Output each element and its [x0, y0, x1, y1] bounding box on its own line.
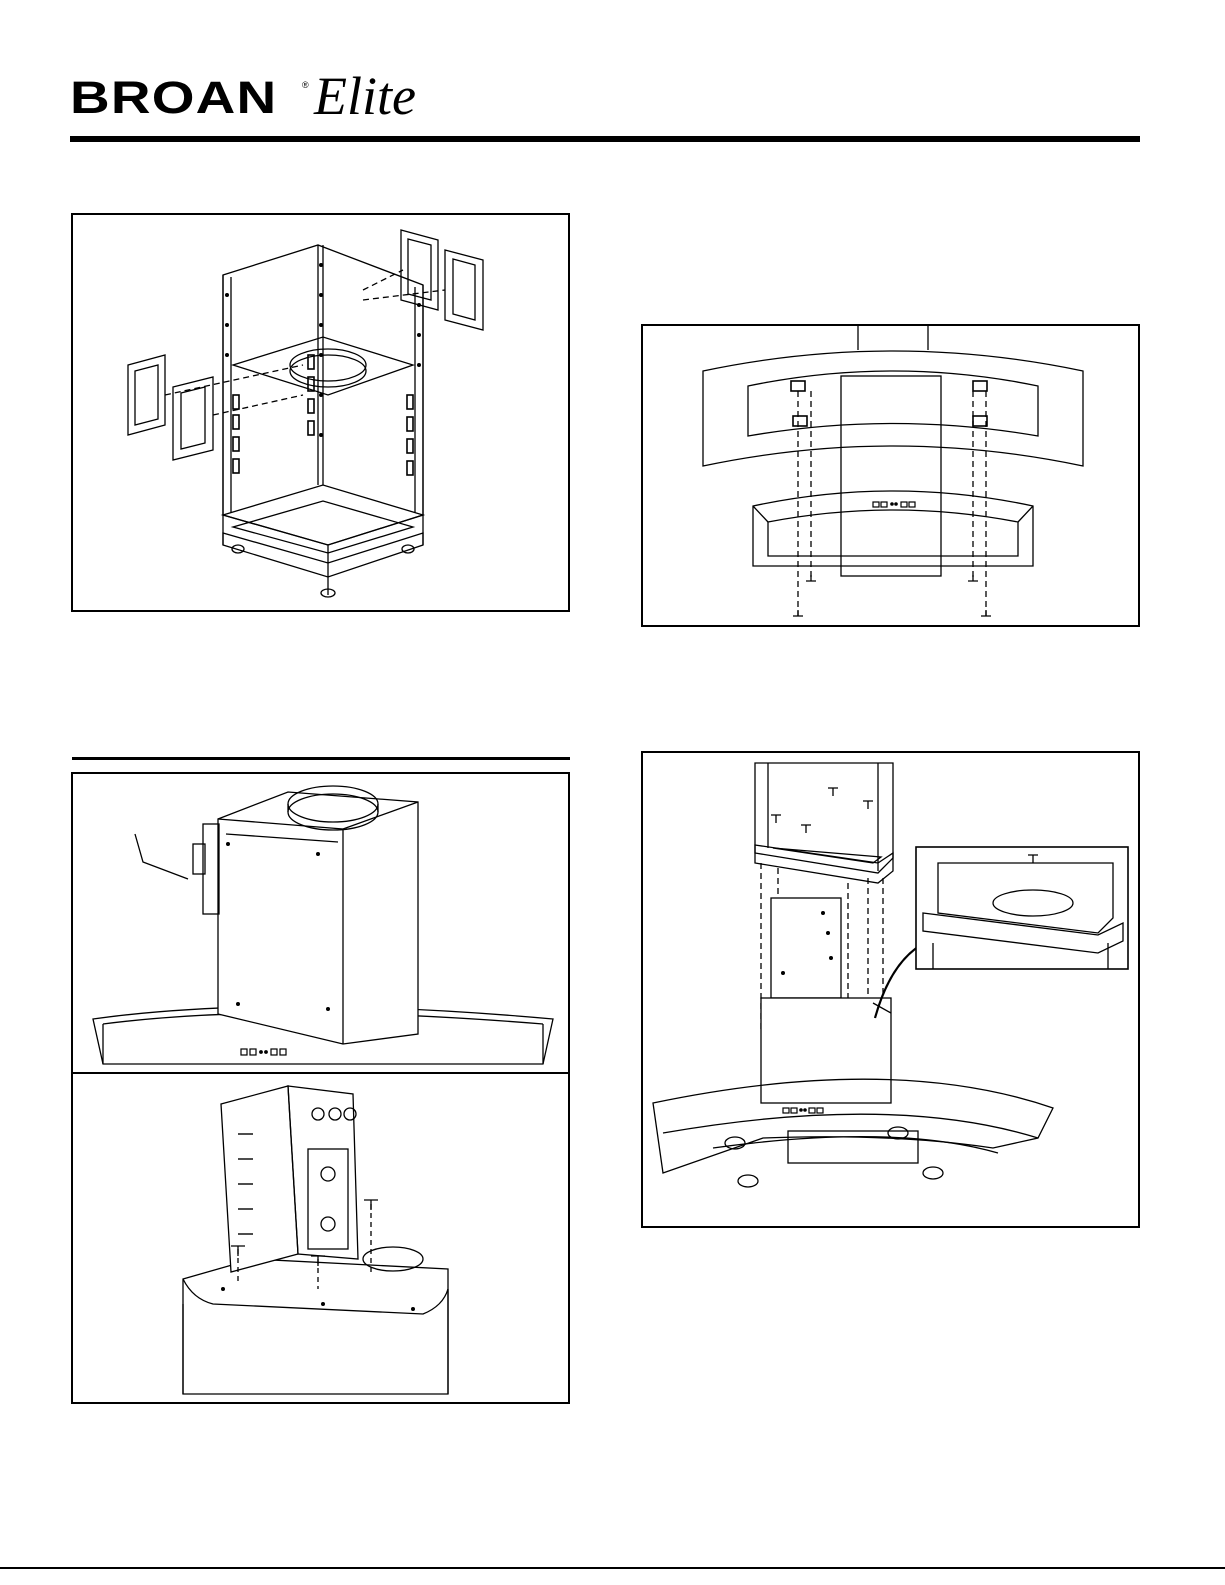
- section-rule: [72, 757, 570, 760]
- footer-rule: [0, 1567, 1225, 1569]
- header-rule: [70, 136, 1140, 142]
- brand-logo: BROAN ® Elite: [70, 66, 440, 130]
- registered-mark: ®: [302, 80, 309, 90]
- sub-brand-name: Elite: [314, 66, 416, 126]
- hood-canopy-mounting-figure: [641, 324, 1140, 627]
- chimney-support-frame-figure: [71, 213, 570, 612]
- wiring-box-install-figure: [71, 1072, 570, 1404]
- brand-name: BROAN: [70, 74, 277, 122]
- wiring-box-location-figure: [71, 772, 570, 1074]
- chimney-attach-figure: [641, 751, 1140, 1228]
